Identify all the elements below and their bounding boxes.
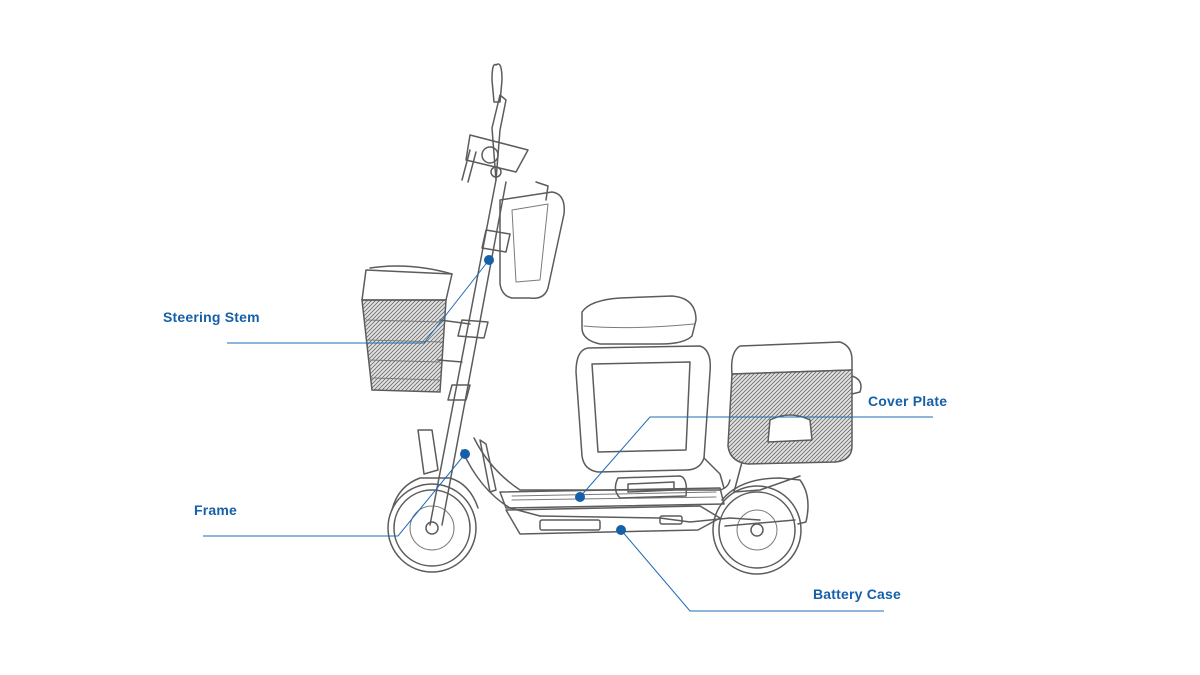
marker-steering-stem	[484, 255, 494, 265]
seat	[581, 295, 697, 345]
front-bag	[499, 181, 565, 300]
battery-case	[505, 505, 721, 535]
cover-plate-label: Cover Plate	[868, 393, 948, 409]
front-basket	[361, 265, 471, 393]
rear-wheel	[712, 477, 809, 575]
scooter-illustration	[361, 63, 862, 575]
leader-frame	[203, 453, 466, 537]
marker-battery-case	[616, 525, 626, 535]
battery-case-label: Battery Case	[813, 586, 901, 602]
leader-battery-case	[620, 529, 884, 612]
deck	[499, 475, 725, 509]
marker-cover-plate	[575, 492, 585, 502]
front-wheel	[387, 477, 479, 573]
seat-tower	[575, 345, 725, 489]
callout-leaders	[203, 255, 933, 612]
frame-label: Frame	[194, 502, 238, 518]
steering-column	[417, 63, 529, 526]
leader-steering-stem	[227, 259, 490, 344]
leader-cover-plate	[579, 416, 933, 498]
frame	[461, 437, 761, 523]
marker-frame	[460, 449, 470, 459]
steering-stem-label: Steering Stem	[163, 309, 260, 325]
